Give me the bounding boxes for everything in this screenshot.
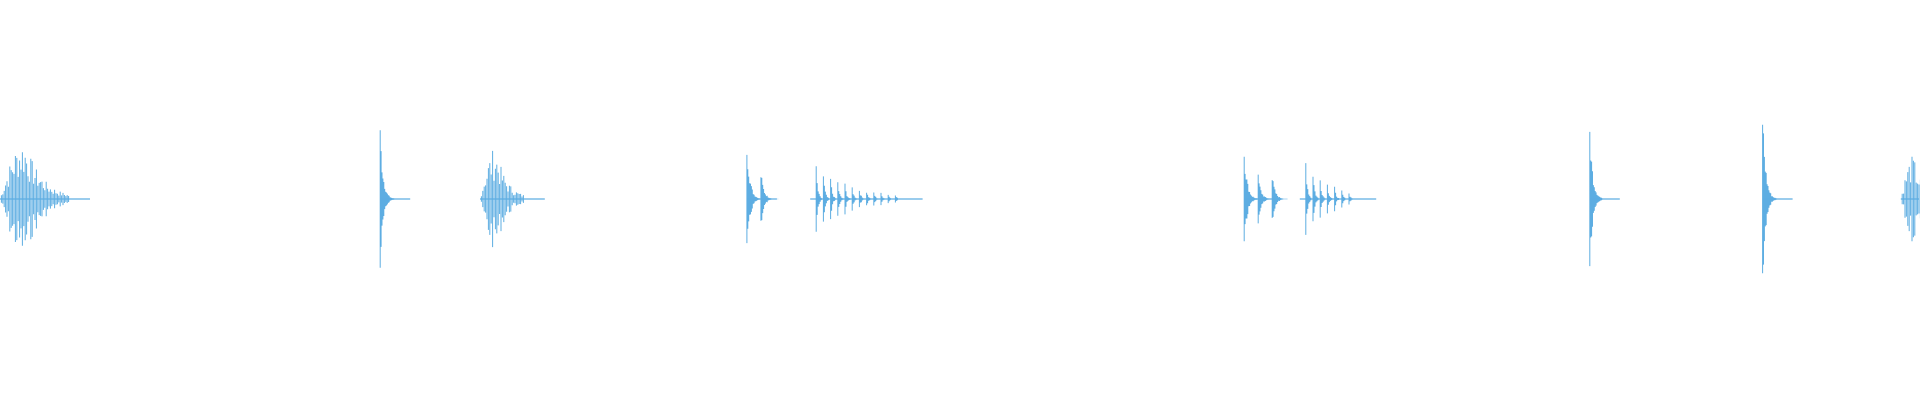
waveform-burst bbox=[1762, 124, 1793, 274]
waveform-burst bbox=[379, 130, 411, 268]
waveform-burst bbox=[480, 150, 545, 248]
waveform-burst bbox=[1589, 131, 1620, 267]
waveform-burst bbox=[1243, 156, 1288, 242]
waveform-bursts bbox=[0, 124, 1920, 274]
waveform-burst bbox=[0, 152, 90, 246]
waveform-burst bbox=[1299, 163, 1377, 235]
waveform-burst bbox=[1900, 156, 1920, 242]
waveform-burst bbox=[810, 166, 923, 232]
waveform-burst bbox=[746, 154, 779, 244]
